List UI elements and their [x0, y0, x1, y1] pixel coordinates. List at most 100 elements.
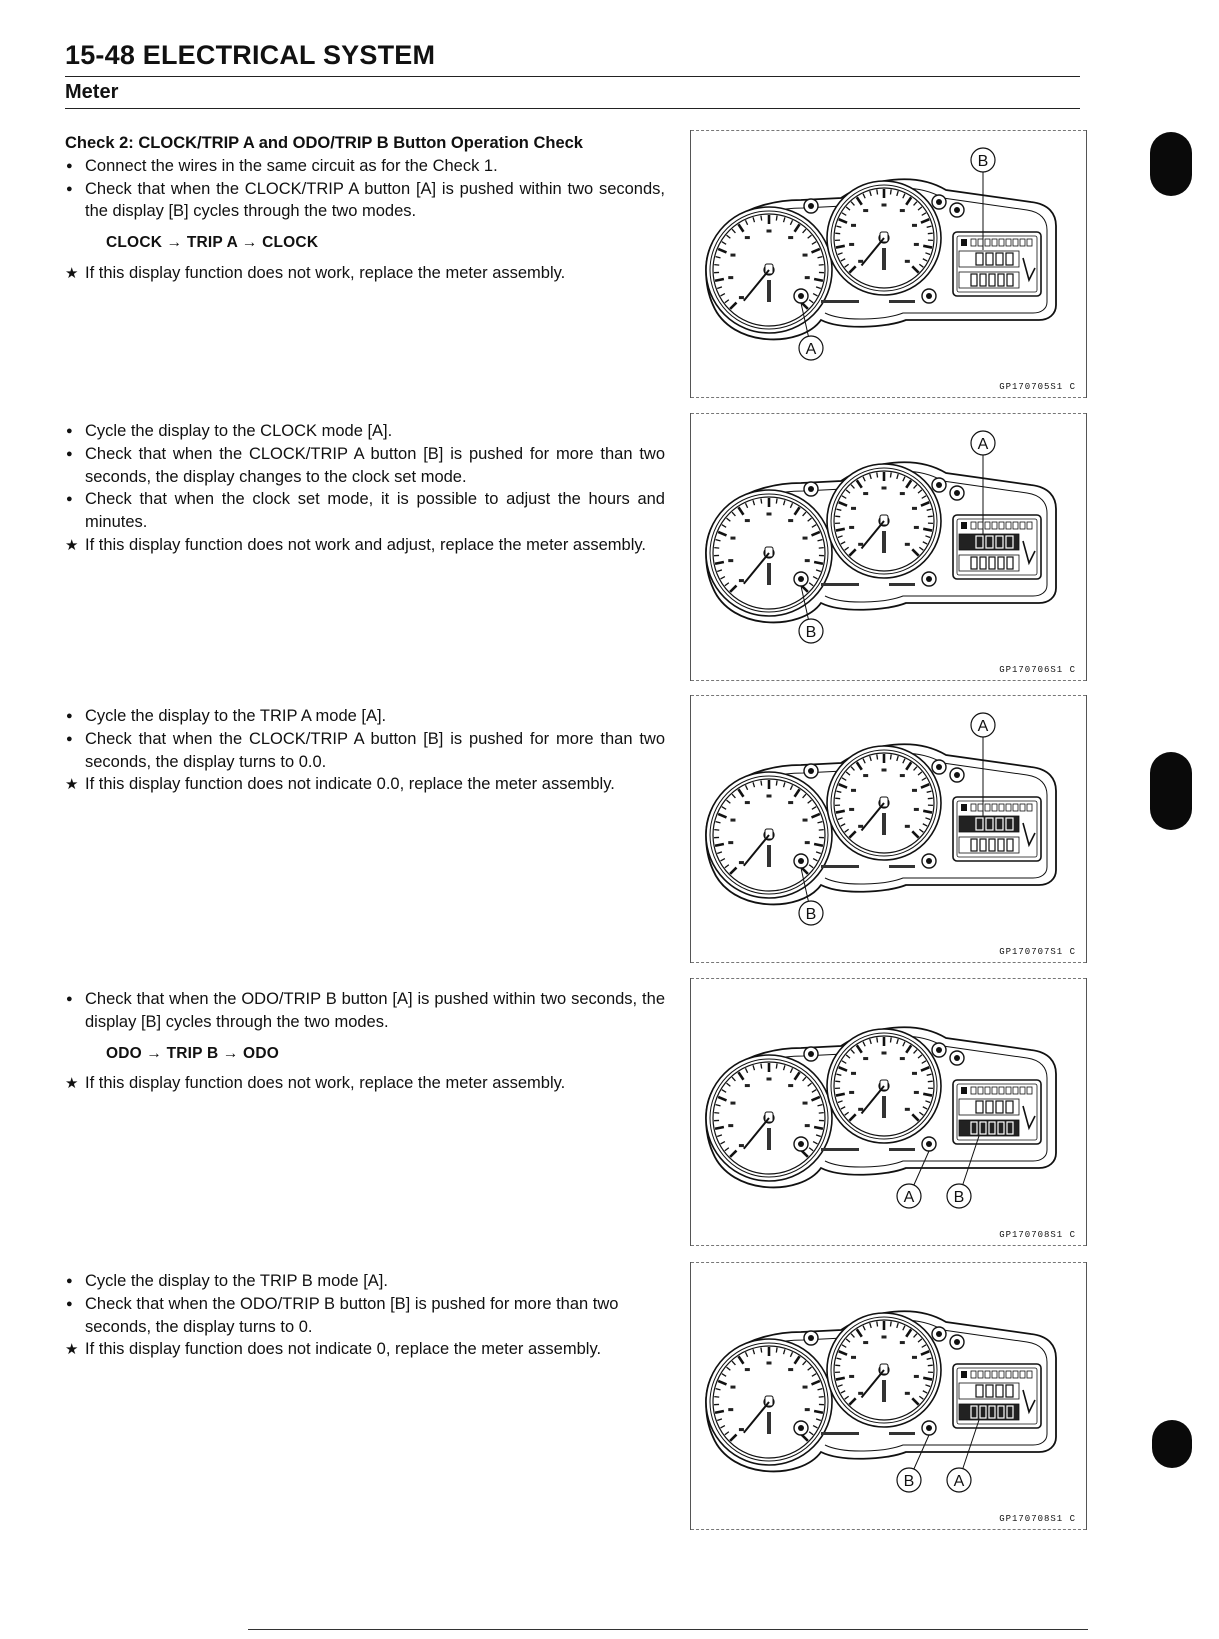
mode-sequence: ODO → TRIP B → ODO — [106, 1044, 279, 1062]
lcd-display — [952, 514, 1042, 580]
callout-b-circle — [970, 147, 996, 173]
section-clock-set-mode: Cycle the display to the CLOCK mode [A].… — [65, 420, 665, 557]
binder-tab-mark — [1152, 1420, 1192, 1468]
odo-trip-b-button-center — [926, 1141, 932, 1147]
callout-a-label: A — [806, 341, 817, 358]
section-heading: Check 2: CLOCK/TRIP A and ODO/TRIP B But… — [65, 134, 583, 152]
lcd-display — [952, 1363, 1042, 1429]
bullet-icon — [65, 1293, 83, 1318]
callout-b-label: B — [954, 1189, 965, 1206]
callout-a-circle — [970, 712, 996, 738]
star-note: If this display function does not work a… — [65, 534, 665, 557]
button-label-bar — [821, 1432, 859, 1435]
star-icon — [65, 1072, 83, 1096]
callout-b-circle — [896, 1467, 922, 1493]
subtitle-rule — [65, 108, 1080, 109]
bullet-item: Check that when the ODO/TRIP B button [B… — [65, 1293, 665, 1339]
odo-trip-b-button-center — [926, 293, 932, 299]
bullet-item: Check that when the CLOCK/TRIP A button … — [65, 178, 665, 224]
callout-a-label: A — [904, 1189, 915, 1206]
indicator-lamp-right-center — [936, 1331, 942, 1337]
meter-illustration: BA — [705, 147, 1057, 361]
star-note: If this display function does not indica… — [65, 1338, 665, 1361]
figure-code: GP170707S1 C — [999, 947, 1076, 957]
binder-tab-mark — [1150, 132, 1192, 196]
callout-a-label: A — [978, 718, 989, 735]
bullet-icon — [65, 443, 83, 468]
button-label-bar — [889, 583, 915, 586]
bullet-icon — [65, 1270, 83, 1295]
header-rule — [65, 76, 1080, 77]
indicator-lamp-right-2-center — [954, 772, 960, 778]
bullet-icon — [65, 155, 83, 180]
callout-b-label: B — [978, 153, 989, 170]
bullet-item: Check that when the CLOCK/TRIP A button … — [65, 728, 665, 774]
indicator-lamp-right-2-center — [954, 1055, 960, 1061]
tachometer — [826, 180, 942, 296]
callout-b-label: B — [806, 624, 817, 641]
figure-code: GP170708S1 C — [999, 1230, 1076, 1240]
star-note: If this display function does not work, … — [65, 262, 665, 285]
button-label-bar — [889, 865, 915, 868]
clock-trip-a-button-center — [798, 293, 804, 299]
callout-a-circle — [946, 1467, 972, 1493]
speedometer — [705, 489, 833, 617]
figure-code: GP170705S1 C — [999, 382, 1076, 392]
speedometer — [705, 206, 833, 334]
page-title: 15-48 ELECTRICAL SYSTEM — [65, 40, 436, 70]
meter-illustration: AB — [705, 430, 1057, 644]
meter-illustration: AB — [705, 712, 1057, 926]
clock-trip-a-button-center — [798, 1425, 804, 1431]
footer-rule — [248, 1629, 1088, 1630]
clock-trip-a-button-center — [798, 1141, 804, 1147]
indicator-lamp-right-center — [936, 199, 942, 205]
callout-a-circle — [798, 335, 824, 361]
indicator-lamp-right-center — [936, 1047, 942, 1053]
button-label-bar — [889, 1148, 915, 1151]
binder-tab-mark — [1150, 752, 1192, 830]
odo-trip-b-button-center — [926, 1425, 932, 1431]
callout-a-circle — [970, 430, 996, 456]
button-label-bar — [889, 1432, 915, 1435]
bullet-item: Cycle the display to the TRIP B mode [A]… — [65, 1270, 665, 1293]
section-check2-clock-trip-a: Check 2: CLOCK/TRIP A and ODO/TRIP B But… — [65, 132, 665, 285]
bullet-icon — [65, 988, 83, 1013]
page-header: 15-48 ELECTRICAL SYSTEM Meter — [65, 38, 1080, 109]
button-label-bar — [821, 865, 859, 868]
indicator-lamp-right-2-center — [954, 1339, 960, 1345]
tachometer — [826, 745, 942, 861]
star-note: If this display function does not indica… — [65, 773, 665, 796]
star-icon — [65, 262, 83, 286]
speedometer — [705, 1338, 833, 1466]
button-label-bar — [821, 583, 859, 586]
indicator-lamp-right-2-center — [954, 207, 960, 213]
button-label-bar — [821, 300, 859, 303]
bullet-item: Cycle the display to the CLOCK mode [A]. — [65, 420, 665, 443]
indicator-lamp-right-center — [936, 482, 942, 488]
clock-trip-a-button-center — [798, 576, 804, 582]
section-odo-trip-b: Check that when the ODO/TRIP B button [A… — [65, 988, 665, 1095]
button-label-bar — [821, 1148, 859, 1151]
section-trip-b-reset: Cycle the display to the TRIP B mode [A]… — [65, 1270, 665, 1361]
odo-trip-b-button-center — [926, 576, 932, 582]
indicator-lamp-left-center — [808, 768, 814, 774]
figure-code: GP170708S1 C — [999, 1514, 1076, 1524]
star-icon — [65, 773, 83, 797]
indicator-lamp-right-center — [936, 764, 942, 770]
speedometer — [705, 1054, 833, 1182]
tachometer — [826, 463, 942, 579]
page-subtitle: Meter — [65, 81, 119, 103]
speedometer — [705, 771, 833, 899]
bullet-item: Check that when the clock set mode, it i… — [65, 488, 665, 534]
star-icon — [65, 1338, 83, 1362]
lcd-display — [952, 796, 1042, 862]
bullet-icon — [65, 488, 83, 513]
tachometer — [826, 1312, 942, 1428]
